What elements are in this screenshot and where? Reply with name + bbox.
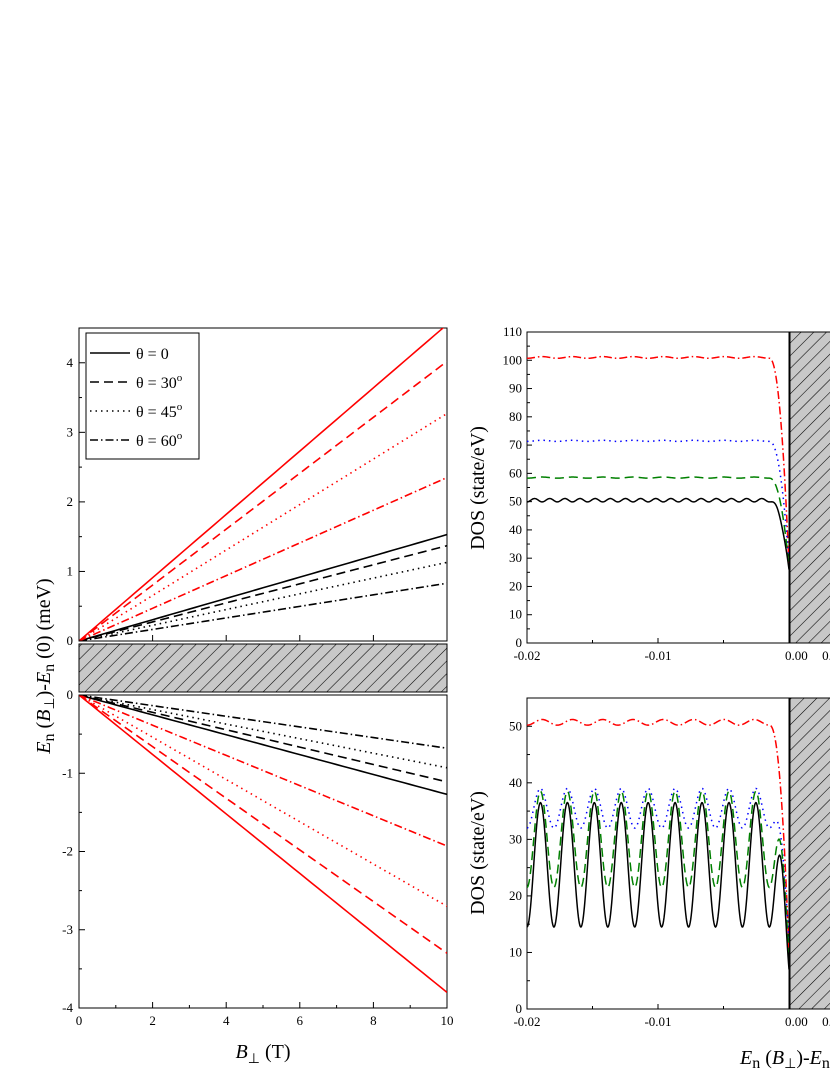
right-top-x-tick-label: -0.02: [513, 648, 540, 663]
right-top-y-tick-label: 50: [509, 494, 522, 509]
right-top-y-tick-label: 20: [509, 578, 522, 593]
upper-y-tick-label: 3: [67, 424, 74, 439]
lower-y-tick-label: -3: [62, 922, 73, 937]
right-top-y-tick-label: 110: [503, 324, 522, 339]
upper-y-tick-label: 4: [67, 355, 74, 370]
right-bottom-y-tick-label: 0: [516, 1001, 523, 1016]
left-x-axis-label: B⊥ (T): [236, 1041, 291, 1067]
right-top-x-tick-label: 0.: [822, 648, 830, 663]
right-top-panel: 0 10 20 30 40 50 60 70 80 90 100 110 -0.02 -0.01 0.00 0…: [467, 324, 830, 663]
legend-label-2: θ = 45o: [136, 401, 183, 421]
right-top-y-tick-label: 40: [509, 522, 522, 537]
right-bottom-y-tick-label: 50: [509, 718, 522, 733]
lower-plot-frame: [78, 694, 448, 1009]
upper-series-6: [79, 412, 447, 641]
x-tick-label: 6: [297, 1013, 304, 1028]
right-top-series-1: [527, 439, 789, 564]
right-bottom-y-tick-label: 40: [509, 775, 522, 790]
right-top-series-3: [527, 497, 789, 570]
right-top-y-tick-label: 0: [516, 635, 523, 650]
right-bottom-series-lines: [527, 718, 789, 970]
lower-series-4: [79, 695, 447, 993]
x-tick-label: 2: [149, 1013, 156, 1028]
upper-series-3: [79, 582, 447, 641]
right-top-y-tick-label: 80: [509, 409, 522, 424]
lower-series-1: [79, 695, 447, 783]
lower-y-tick-label: -2: [62, 844, 73, 859]
upper-plot-frame: [78, 327, 448, 642]
lower-series-2: [79, 695, 447, 769]
right-bottom-x-tick-label: -0.02: [513, 1014, 540, 1029]
x-tick-label: 10: [441, 1013, 454, 1028]
right-bottom-series-1: [527, 787, 789, 942]
right-bottom-y-tick-label: 30: [509, 831, 522, 846]
right-bottom-y-tick-label: 10: [509, 944, 522, 959]
lower-series-7: [79, 695, 447, 847]
lower-series-6: [79, 695, 447, 907]
right-bottom-y-tick-label: 20: [509, 888, 522, 903]
x-tick-label: 4: [223, 1013, 230, 1028]
lower-y-axis-ticks: 0 -1 -2 -3 -4: [62, 687, 85, 1015]
lower-series-lines: [79, 695, 447, 993]
right-bottom-x-tick-label: 0.00: [785, 1014, 808, 1029]
upper-y-axis-ticks: 0 1 2 3 4: [67, 355, 85, 648]
right-top-y-tick-label: 10: [509, 607, 522, 622]
upper-y-tick-label: 2: [67, 494, 74, 509]
upper-y-tick-label: 0: [67, 633, 74, 648]
upper-series-0: [79, 533, 447, 641]
right-bottom-series-0: [527, 718, 789, 953]
left-y-axis-label: En (B⊥)-En (0) (meV): [33, 578, 58, 754]
x-tick-label: 8: [370, 1013, 377, 1028]
right-x-axis-label: En (B⊥)-En: [739, 1047, 830, 1072]
right-top-x-tick-label: 0.00: [785, 648, 808, 663]
legend-label-3: θ = 60o: [136, 430, 183, 450]
right-top-plot-frame: [526, 331, 790, 644]
right-top-series-lines: [527, 355, 789, 570]
hatched-gap-left: [78, 643, 448, 693]
lower-series-5: [79, 695, 447, 954]
legend: θ = 0 θ = 30o θ = 45o θ = 60o: [85, 332, 200, 460]
right-top-x-tick-label: -0.01: [644, 648, 671, 663]
right-top-y-axis-label: DOS (state/eV): [467, 426, 489, 550]
legend-rows: θ = 0 θ = 30o θ = 45o θ = 60o: [90, 346, 183, 450]
lower-y-tick-label: 0: [67, 687, 74, 702]
upper-series-7: [79, 476, 447, 641]
right-bottom-axis-ticks: 0 10 20 30 40 50 -0.02 -0.01 0.00 0.: [509, 718, 830, 1029]
x-axis-ticks: 0 2 4 6 8 10: [76, 635, 454, 1028]
legend-label-0: θ = 0: [136, 346, 169, 363]
upper-series-5: [79, 360, 447, 641]
hatched-region-top: [789, 331, 830, 644]
lower-y-tick-label: -4: [62, 1000, 73, 1015]
right-bottom-series-2: [527, 790, 789, 953]
right-bottom-x-tick-label: -0.01: [644, 1014, 671, 1029]
x-tick-label: 0: [76, 1013, 83, 1028]
lower-series-0: [79, 695, 447, 796]
right-bottom-x-tick-label: 0.: [822, 1014, 830, 1029]
upper-series-4: [79, 328, 445, 641]
right-top-y-tick-label: 70: [509, 437, 522, 452]
right-top-series-0: [527, 355, 789, 567]
upper-y-tick-label: 1: [67, 563, 74, 578]
hatched-region-bottom: [789, 697, 830, 1010]
right-top-axis-ticks: 0 10 20 30 40 50 60 70 80 90 100 110 -0.02 -0.01 0.00 0…: [503, 324, 830, 663]
lower-y-tick-label: -1: [62, 765, 73, 780]
right-top-series-2: [527, 476, 789, 567]
upper-series-1: [79, 544, 447, 641]
legend-label-1: θ = 30o: [136, 372, 183, 392]
upper-series-2: [79, 561, 447, 641]
right-bottom-panel: 0 10 20 30 40 50 -0.02 -0.01 0.00 0. DOS (state/e…: [467, 697, 830, 1072]
upper-series-lines: [79, 328, 447, 641]
right-top-y-tick-label: 100: [503, 352, 523, 367]
right-top-y-tick-label: 90: [509, 381, 522, 396]
right-top-y-tick-label: 30: [509, 550, 522, 565]
right-bottom-series-3: [527, 801, 789, 970]
right-top-y-tick-label: 60: [509, 465, 522, 480]
right-bottom-y-axis-label: DOS (state/eV): [467, 791, 489, 915]
legend-box: [85, 332, 200, 460]
